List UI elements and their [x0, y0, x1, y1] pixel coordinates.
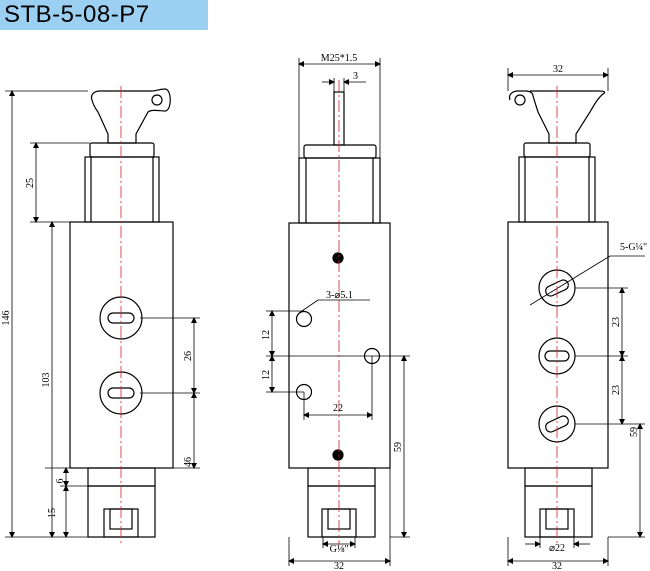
page-title: STB-5-08-P7: [4, 1, 150, 28]
dim-pitch2-label: 23: [611, 385, 622, 395]
side-dim-labels: M25*1.5 3 3-⌀5.1 12 12 22 59 G⅛" 32: [261, 53, 404, 571]
front-view: [5, 86, 200, 545]
back-dim-labels: 32 5-G¼" 23 23 59 ⌀22 32: [549, 64, 647, 571]
dim-back-width-bottom-label: 32: [552, 561, 562, 571]
dim-thread-label: M25*1.5: [321, 53, 357, 64]
dim-hole-dy2-label: 12: [261, 370, 272, 380]
dim-top-handle-label: 25: [25, 178, 36, 188]
dim-stem-label: 3: [353, 71, 358, 82]
side-collar-top: [303, 144, 377, 159]
front-handle-hole: [151, 94, 163, 106]
dim-back-height-label: 59: [629, 427, 640, 437]
back-view: [507, 68, 645, 566]
front-base: [87, 467, 156, 487]
dim-hole-dy1-label: 12: [261, 330, 272, 340]
dim-bottom-label: 15: [47, 508, 58, 518]
front-dim-labels: 146 25 103 26 46 6 15: [1, 178, 194, 518]
dim-side-width-label: 32: [334, 561, 344, 571]
side-view: [266, 58, 410, 566]
dim-diameter-label: ⌀22: [549, 543, 565, 554]
dim-ports-label: 26: [183, 351, 194, 361]
side-mount-top: [332, 252, 344, 264]
dim-port-label: G⅛": [330, 544, 349, 555]
dim-lower-label: 46: [183, 457, 194, 467]
title-banner: STB-5-08-P7: [0, 0, 208, 30]
side-base: [307, 467, 376, 487]
dim-back-width-top-label: 32: [553, 64, 563, 75]
back-handle-hole: [514, 94, 526, 106]
side-collar: [298, 157, 381, 224]
dim-holes-label: 3-⌀5.1: [326, 290, 353, 301]
side-stem: [333, 91, 345, 146]
dim-pitch1-label: 23: [611, 317, 622, 327]
back-body: [507, 221, 609, 469]
back-base: [524, 467, 593, 487]
dim-side-height-label: 59: [393, 442, 404, 452]
front-collar-top: [89, 142, 155, 158]
dim-body-label: 103: [41, 373, 52, 388]
front-body: [69, 221, 174, 469]
dim-back-ports-label: 5-G¼": [620, 242, 647, 253]
front-collar: [84, 156, 160, 223]
side-hole-1: [295, 310, 313, 328]
side-mount-bottom: [332, 449, 344, 461]
front-handle: [90, 88, 171, 144]
dim-overall-label: 146: [1, 311, 12, 326]
dim-hole-dx-label: 22: [333, 403, 343, 414]
dim-step-label: 6: [55, 479, 66, 484]
